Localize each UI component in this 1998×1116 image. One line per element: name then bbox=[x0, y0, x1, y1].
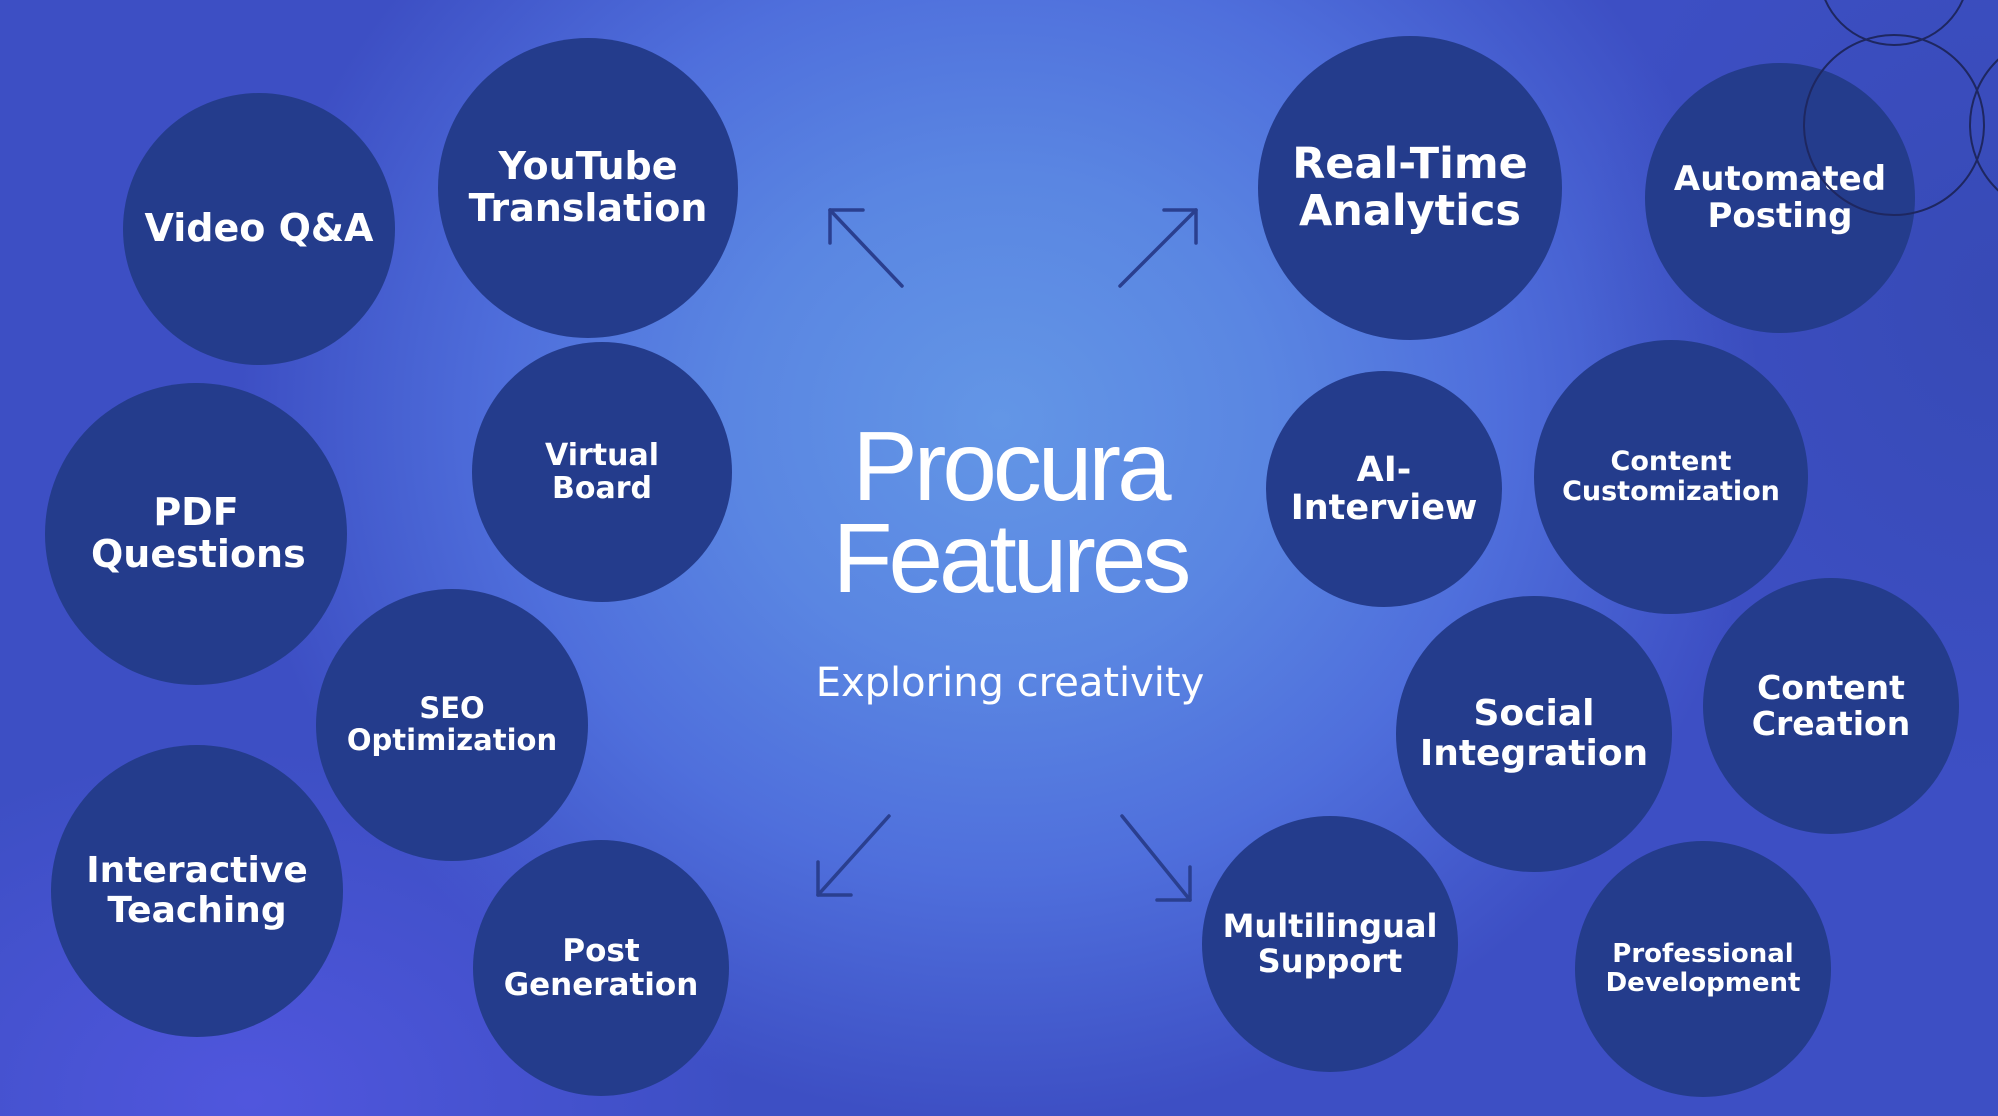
feature-automated-posting: Automated Posting bbox=[1645, 63, 1915, 333]
feature-label: Real-Time Analytics bbox=[1292, 138, 1528, 236]
arrow-down-left-icon bbox=[816, 814, 891, 897]
feature-interactive-teaching: Interactive Teaching bbox=[51, 745, 343, 1037]
feature-label: Interactive Teaching bbox=[86, 850, 308, 931]
arrow-down-right-icon bbox=[1120, 814, 1192, 902]
feature-content-customization: Content Customization bbox=[1534, 340, 1808, 614]
decorative-circle-outlines-icon bbox=[1803, 0, 1998, 216]
feature-label: Virtual Board bbox=[545, 438, 659, 506]
page-subtitle: Exploring creativity bbox=[815, 660, 1205, 706]
feature-label: Content Customization bbox=[1562, 446, 1780, 507]
feature-label: Video Q&A bbox=[144, 206, 374, 251]
feature-label: YouTube Translation bbox=[468, 144, 708, 230]
feature-social-integration: Social Integration bbox=[1396, 596, 1672, 872]
feature-post-generation: Post Generation bbox=[473, 840, 729, 1096]
feature-label: Automated Posting bbox=[1673, 158, 1887, 236]
arrow-up-left-icon bbox=[828, 208, 904, 288]
feature-pdf-questions: PDF Questions bbox=[45, 383, 347, 685]
feature-video-qa: Video Q&A bbox=[123, 93, 395, 365]
feature-youtube-translation: YouTube Translation bbox=[438, 38, 738, 338]
title-line-1: Procura bbox=[852, 411, 1171, 521]
feature-multilingual-support: Multilingual Support bbox=[1202, 816, 1458, 1072]
feature-label: PDF Questions bbox=[91, 490, 306, 576]
feature-label: Social Integration bbox=[1419, 693, 1649, 774]
feature-ai-interview: AI-Interview bbox=[1266, 371, 1502, 607]
feature-content-creation: Content Creation bbox=[1703, 578, 1959, 834]
feature-virtual-board: Virtual Board bbox=[472, 342, 732, 602]
feature-label: Post Generation bbox=[503, 932, 699, 1003]
feature-label: AI-Interview bbox=[1290, 449, 1478, 528]
arrow-up-right-icon bbox=[1118, 208, 1198, 288]
feature-label: Professional Development bbox=[1605, 939, 1801, 998]
page-title: Procura Features bbox=[780, 411, 1240, 613]
feature-seo-optimization: SEO Optimization bbox=[316, 589, 588, 861]
feature-label: Content Creation bbox=[1751, 667, 1911, 743]
feature-label: SEO Optimization bbox=[346, 691, 558, 757]
feature-real-time-analytics: Real-Time Analytics bbox=[1258, 36, 1562, 340]
feature-professional-development: Professional Development bbox=[1575, 841, 1831, 1097]
title-line-2: Features bbox=[832, 503, 1192, 613]
feature-label: Multilingual Support bbox=[1222, 906, 1438, 980]
